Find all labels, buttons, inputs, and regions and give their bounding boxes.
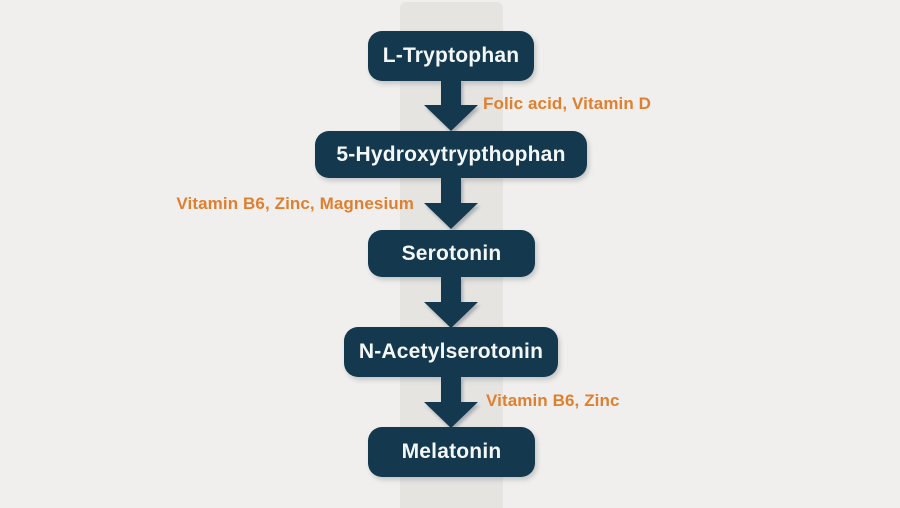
step-label: 5-Hydroxytrypthophan [336, 142, 566, 166]
down-arrow-icon [424, 376, 478, 428]
step-box-n-acetylserotonin: N-Acetylserotonin [344, 327, 558, 377]
down-arrow-icon [424, 79, 478, 131]
step-box-l-tryptophan: L-Tryptophan [368, 31, 534, 81]
step-label: Melatonin [401, 440, 502, 463]
down-arrow-icon [424, 276, 478, 328]
step-box-5-hydroxytrypthophan: 5-Hydroxytrypthophan [315, 131, 587, 178]
cofactor-label-folic-acid-vitamin-d: Folic acid, Vitamin D [483, 94, 652, 113]
step-box-serotonin: Serotonin [368, 230, 535, 277]
step-box-melatonin: Melatonin [368, 427, 535, 477]
down-arrow-icon [424, 177, 478, 229]
step-label: L-Tryptophan [382, 44, 520, 67]
step-label: Serotonin [401, 241, 502, 265]
cofactor-label-vitamin-b6-zinc: Vitamin B6, Zinc [486, 391, 620, 410]
step-label: N-Acetylserotonin [358, 340, 544, 363]
cofactor-label-vitamin-b6-zinc-magnesium: Vitamin B6, Zinc, Magnesium [176, 194, 414, 213]
